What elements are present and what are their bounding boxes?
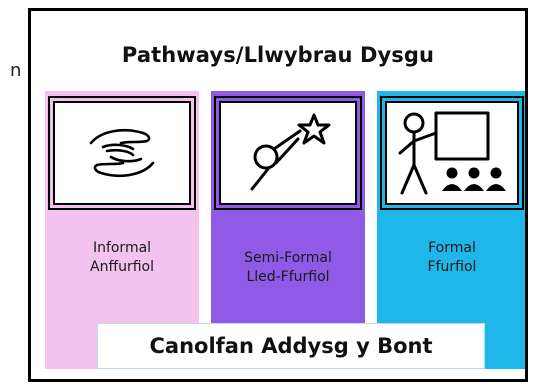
pathways-diagram: Pathways/Llwybrau Dysgu Informal Anffurf…: [28, 8, 528, 382]
hands-icon: [89, 129, 155, 177]
column-formal: Formal Ffurfiol: [377, 91, 525, 369]
label-formal-en: Formal: [428, 240, 476, 256]
label-semi-formal-cy: Lled-Ffurfiol: [246, 269, 330, 285]
centre-name-banner: Canolfan Addysg y Bont: [97, 323, 485, 369]
label-semi-formal-en: Semi-Formal: [244, 250, 332, 266]
stray-letter: n: [10, 60, 22, 81]
label-formal-cy: Ffurfiol: [427, 259, 477, 275]
label-informal-en: Informal: [92, 240, 152, 256]
reach-star-icon: [250, 113, 331, 191]
label-informal-cy: Anffurfiol: [90, 259, 154, 275]
icon-box-informal: [48, 96, 196, 210]
label-informal: Informal Anffurfiol: [45, 239, 199, 277]
diagram-title: Pathways/Llwybrau Dysgu: [121, 43, 435, 67]
label-semi-formal: Semi-Formal Lled-Ffurfiol: [211, 249, 365, 287]
label-formal: Formal Ffurfiol: [377, 239, 525, 277]
icon-box-semi-formal: [214, 96, 362, 210]
icon-box-formal: [380, 96, 524, 210]
column-semi-formal: Semi-Formal Lled-Ffurfiol: [211, 91, 365, 369]
column-informal: Informal Anffurfiol: [45, 91, 199, 369]
teacher-classroom-icon: [398, 111, 506, 195]
